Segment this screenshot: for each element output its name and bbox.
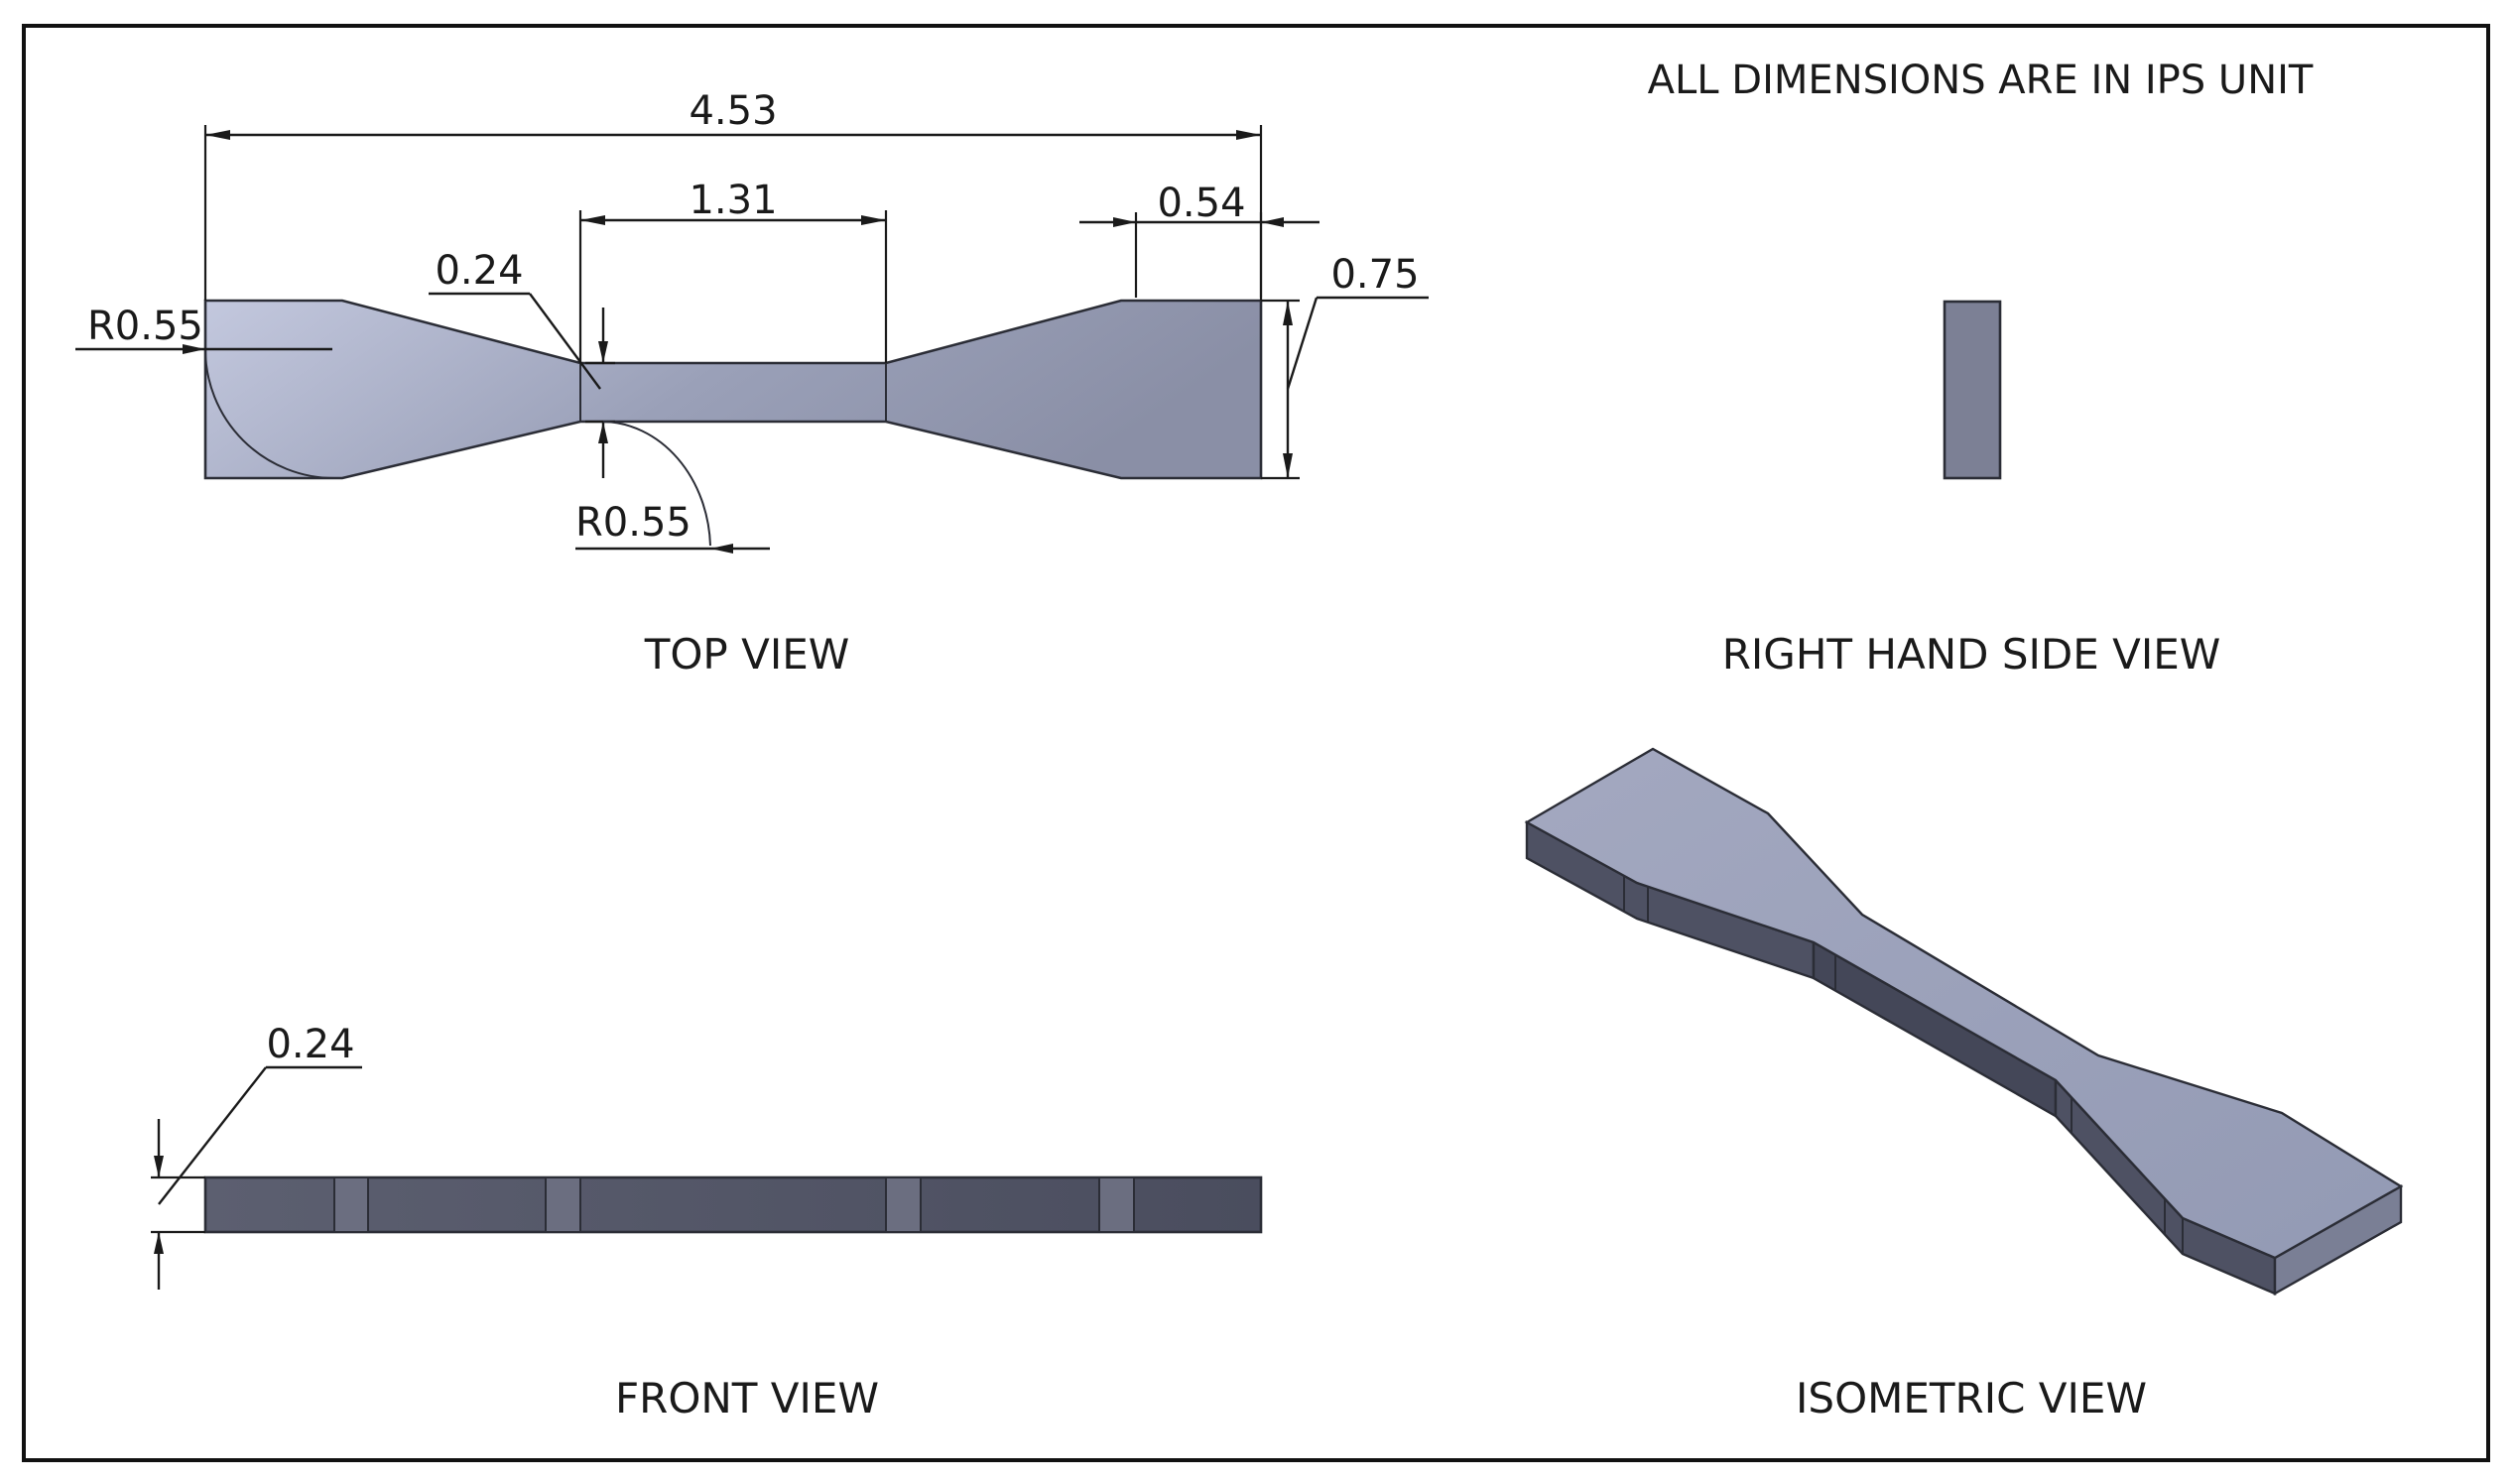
dim-radius-bottom: R0.55 <box>575 500 691 546</box>
dim-width-arrow-top <box>1283 301 1293 325</box>
right-side-view: RIGHT HAND SIDE VIEW <box>1722 300 2221 679</box>
dim-grip-length: 0.54 <box>1157 181 1245 226</box>
dim-gauge-width: 0.24 <box>435 248 523 294</box>
dim-radius-left-arrow <box>183 344 205 354</box>
dim-grip-arrow-left <box>1113 217 1136 227</box>
dim-width-arrow-bottom <box>1283 453 1293 478</box>
front-view-band-1 <box>333 1176 369 1233</box>
top-view-left-radius-arc <box>204 348 335 479</box>
dim-radius-bottom-arc <box>602 421 711 547</box>
dim-radius-left: R0.55 <box>87 304 203 349</box>
dim-gauge-arrow-right <box>861 215 886 225</box>
dim-thickness: 0.24 <box>266 1022 354 1067</box>
dim-thickness-arrow-bottom <box>154 1232 164 1254</box>
front-view: 0.24 FRONT VIEW <box>151 1022 1263 1422</box>
sheet-border <box>22 24 2490 1462</box>
dim-gauge-width-arrow-bottom <box>598 422 608 443</box>
dim-grip-arrow-right <box>1261 217 1284 227</box>
dim-thickness-leader <box>158 1066 267 1205</box>
front-view-band-2 <box>545 1176 581 1233</box>
right-side-view-label: RIGHT HAND SIDE VIEW <box>1722 630 2221 679</box>
front-view-band-4 <box>1098 1176 1135 1233</box>
dim-width-leader <box>1286 297 1319 390</box>
isometric-view-label: ISOMETRIC VIEW <box>1796 1374 2147 1422</box>
units-note: ALL DIMENSIONS ARE IN IPS UNIT <box>1648 58 2314 103</box>
front-view-band-3 <box>885 1176 922 1233</box>
dim-gauge-width-arrow-top <box>598 341 608 363</box>
right-side-view-part <box>1943 300 2002 480</box>
front-view-part <box>203 1175 1263 1234</box>
dim-grip-width: 0.75 <box>1330 252 1419 298</box>
top-view-label: TOP VIEW <box>644 630 850 679</box>
dim-overall-arrow-right <box>1236 130 1261 140</box>
top-view-part <box>203 299 1263 480</box>
dim-overall-length: 4.53 <box>689 88 777 134</box>
dim-thickness-arrow-top <box>154 1156 164 1177</box>
dim-gauge-length: 1.31 <box>689 178 777 223</box>
front-view-label: FRONT VIEW <box>615 1374 879 1422</box>
isometric-view: ISOMETRIC VIEW <box>1524 747 2404 1422</box>
iso-top-face <box>1524 747 2404 1260</box>
dim-radius-bottom-arrow <box>710 544 733 554</box>
dim-gauge-width-leader <box>529 293 601 390</box>
dim-gauge-arrow-left <box>580 215 605 225</box>
top-view: 4.53 1.31 0.54 0.75 0.24 <box>75 88 1429 679</box>
dim-overall-arrow-left <box>205 130 230 140</box>
